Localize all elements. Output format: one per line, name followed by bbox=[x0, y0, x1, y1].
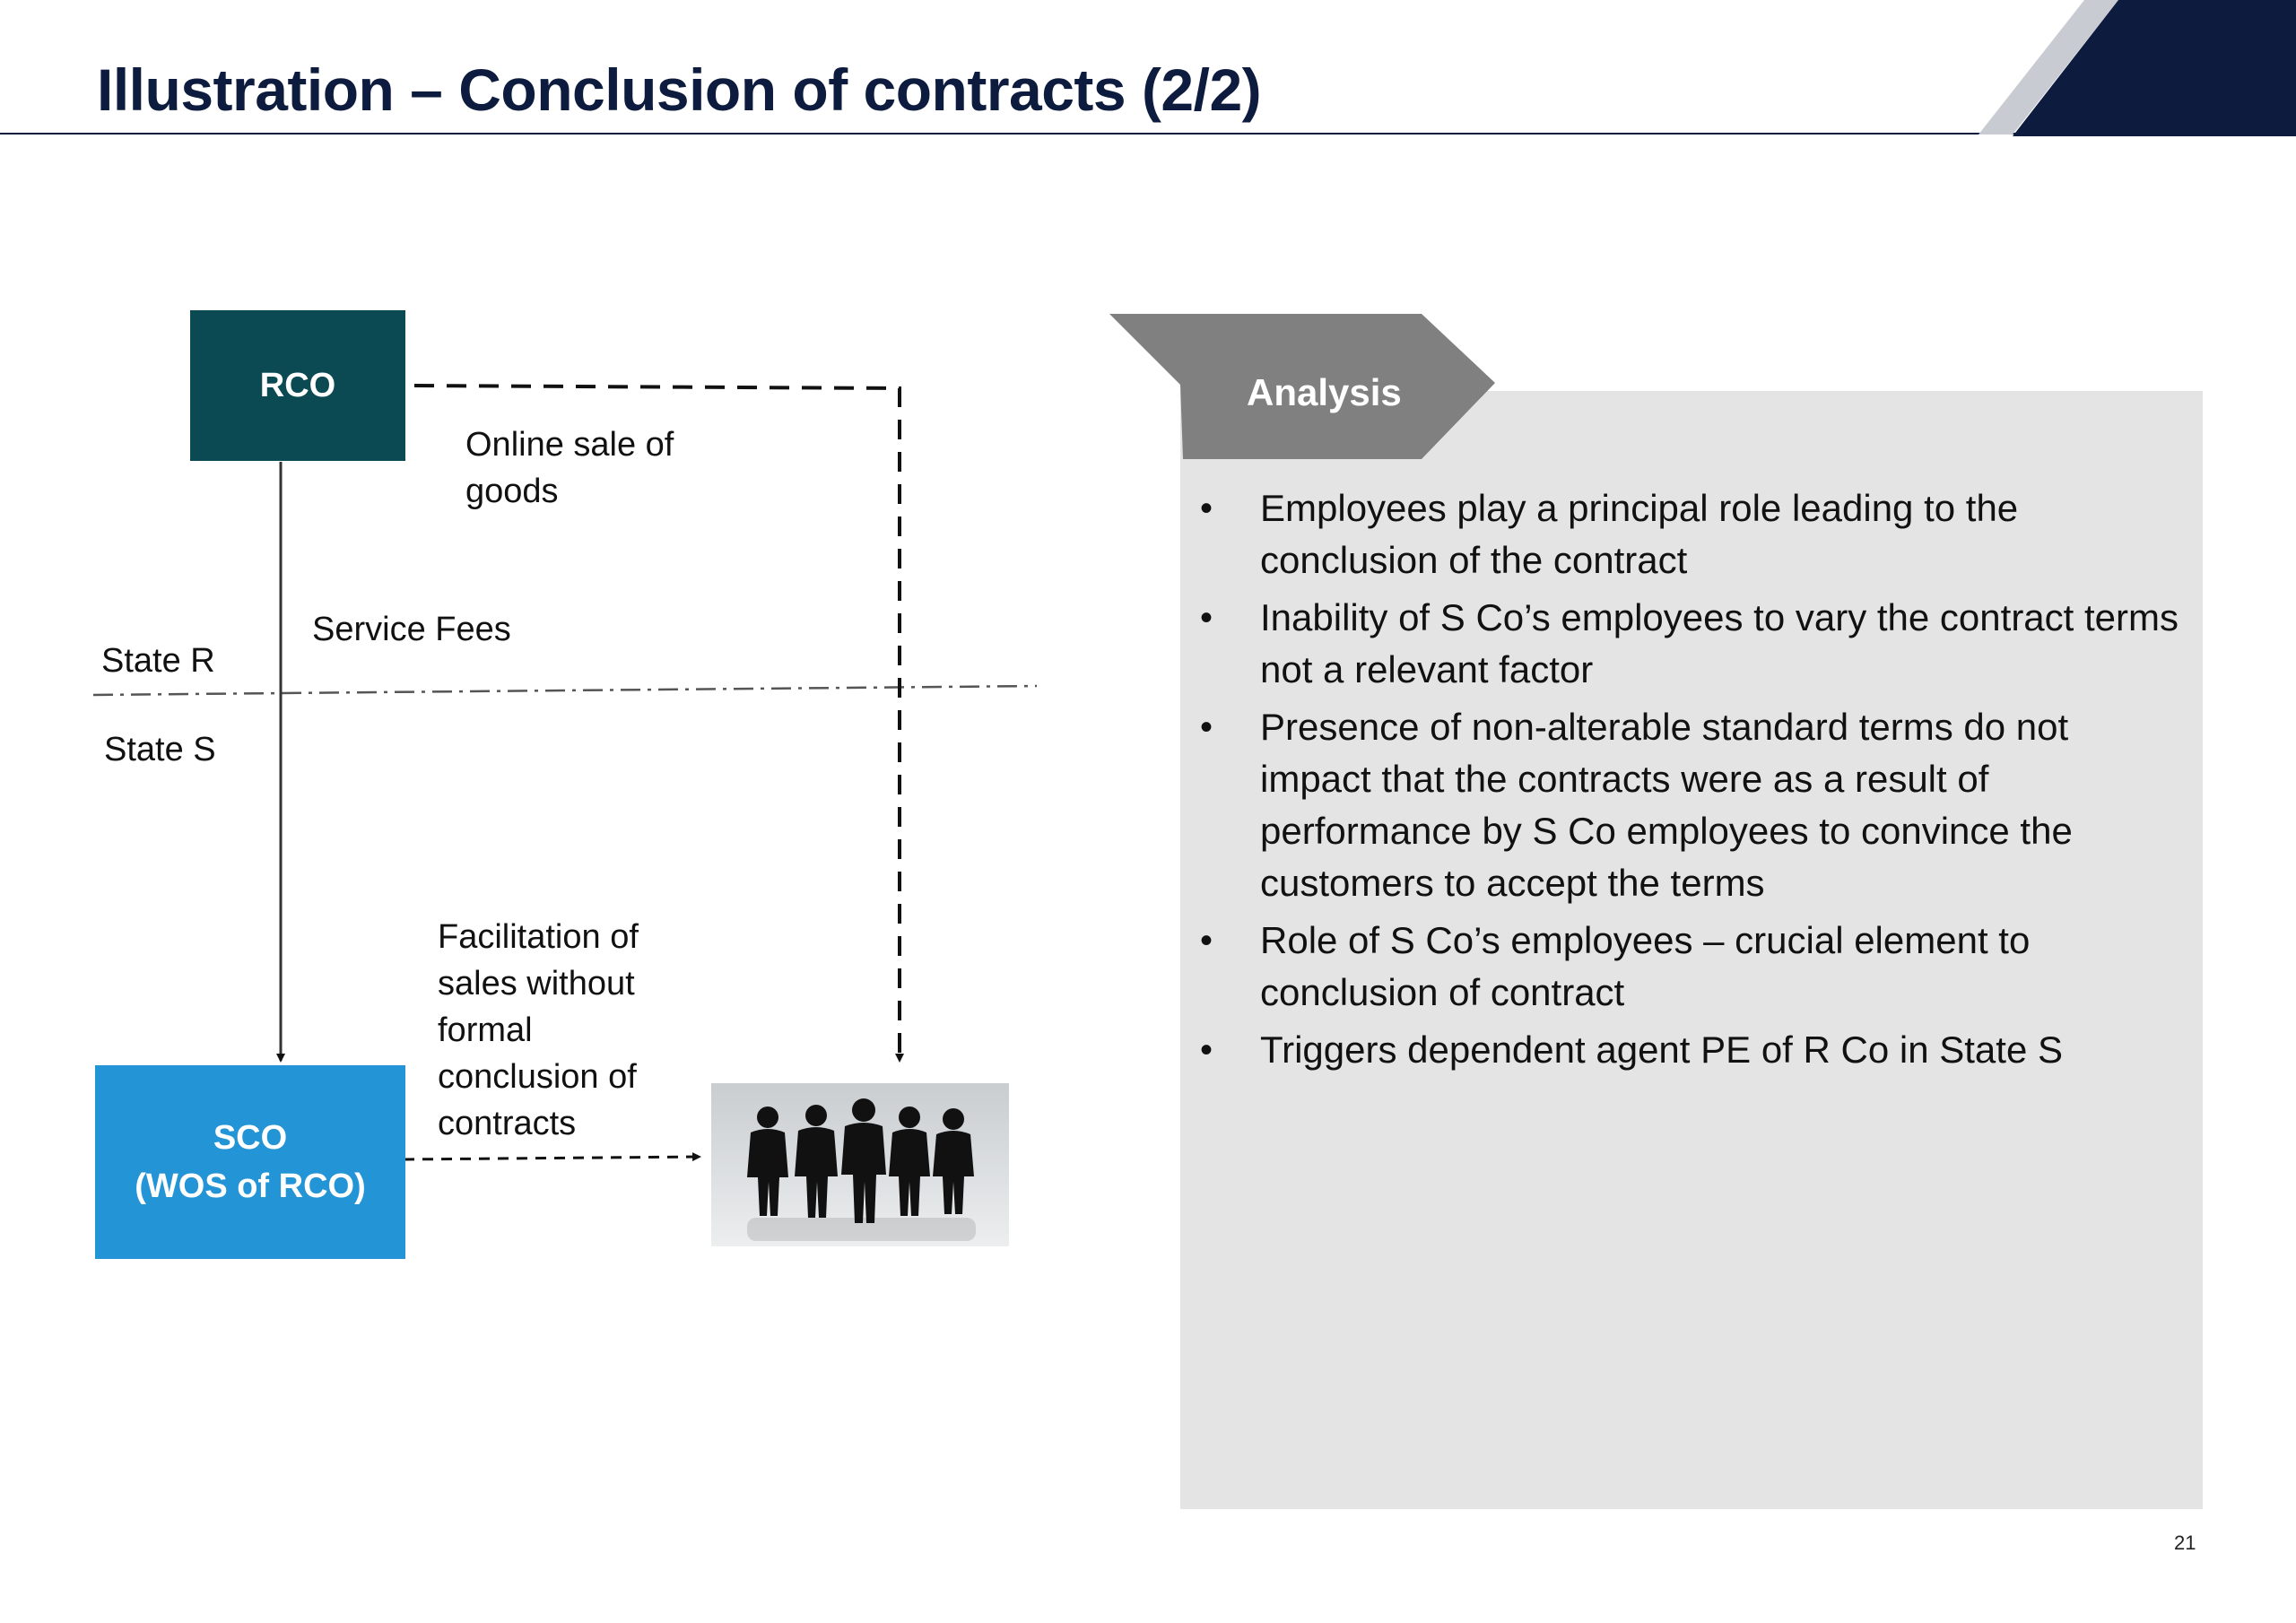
list-item: •Role of S Co’s employees – crucial elem… bbox=[1191, 915, 2187, 1019]
analysis-panel bbox=[1180, 391, 2203, 1509]
rco-box: RCO bbox=[190, 310, 405, 461]
service-fees-label: Service Fees bbox=[312, 611, 511, 648]
list-item: •Triggers dependent agent PE of R Co in … bbox=[1191, 1024, 2187, 1076]
corner-stripe-light bbox=[1979, 0, 2118, 135]
list-item: •Inability of S Co’s employees to vary t… bbox=[1191, 592, 2187, 696]
analysis-tab-shape bbox=[1109, 314, 1495, 459]
analysis-heading: Analysis bbox=[1247, 371, 1402, 413]
sco-sublabel: (WOS of RCO) bbox=[135, 1167, 366, 1205]
list-item: •Presence of non-alterable standard term… bbox=[1191, 701, 2187, 909]
header-divider bbox=[0, 133, 2294, 135]
state-border-line bbox=[92, 684, 1038, 697]
online-sale-label: Online sale of goods bbox=[465, 426, 674, 510]
state-r-label: State R bbox=[101, 642, 215, 680]
group-of-people-icon bbox=[711, 1083, 1009, 1246]
state-s-label: State S bbox=[104, 731, 216, 768]
customers-group bbox=[711, 1083, 1009, 1246]
sco-box: SCO (WOS of RCO) bbox=[95, 1065, 405, 1259]
list-item: •Employees play a principal role leading… bbox=[1191, 482, 2187, 586]
bullet-icon: • bbox=[1200, 707, 1213, 747]
facilitation-label: Facilitation of sales without formal con… bbox=[438, 918, 639, 1142]
facilitation-arrow bbox=[403, 1152, 701, 1162]
rco-label: RCO bbox=[259, 367, 336, 404]
page-number: 21 bbox=[2174, 1532, 2196, 1554]
online-sale-arrow bbox=[413, 384, 904, 1063]
bullet-icon: • bbox=[1200, 1030, 1213, 1070]
sco-label: SCO bbox=[213, 1119, 288, 1157]
bullet-icon: • bbox=[1200, 598, 1213, 638]
bullet-icon: • bbox=[1200, 921, 1213, 960]
bullet-icon: • bbox=[1200, 489, 1213, 528]
slide-title: Illustration – Conclusion of contracts (… bbox=[97, 56, 1262, 123]
analysis-bullet-list: •Employees play a principal role leading… bbox=[1191, 482, 2187, 1081]
corner-stripe-dark bbox=[2013, 0, 2296, 136]
